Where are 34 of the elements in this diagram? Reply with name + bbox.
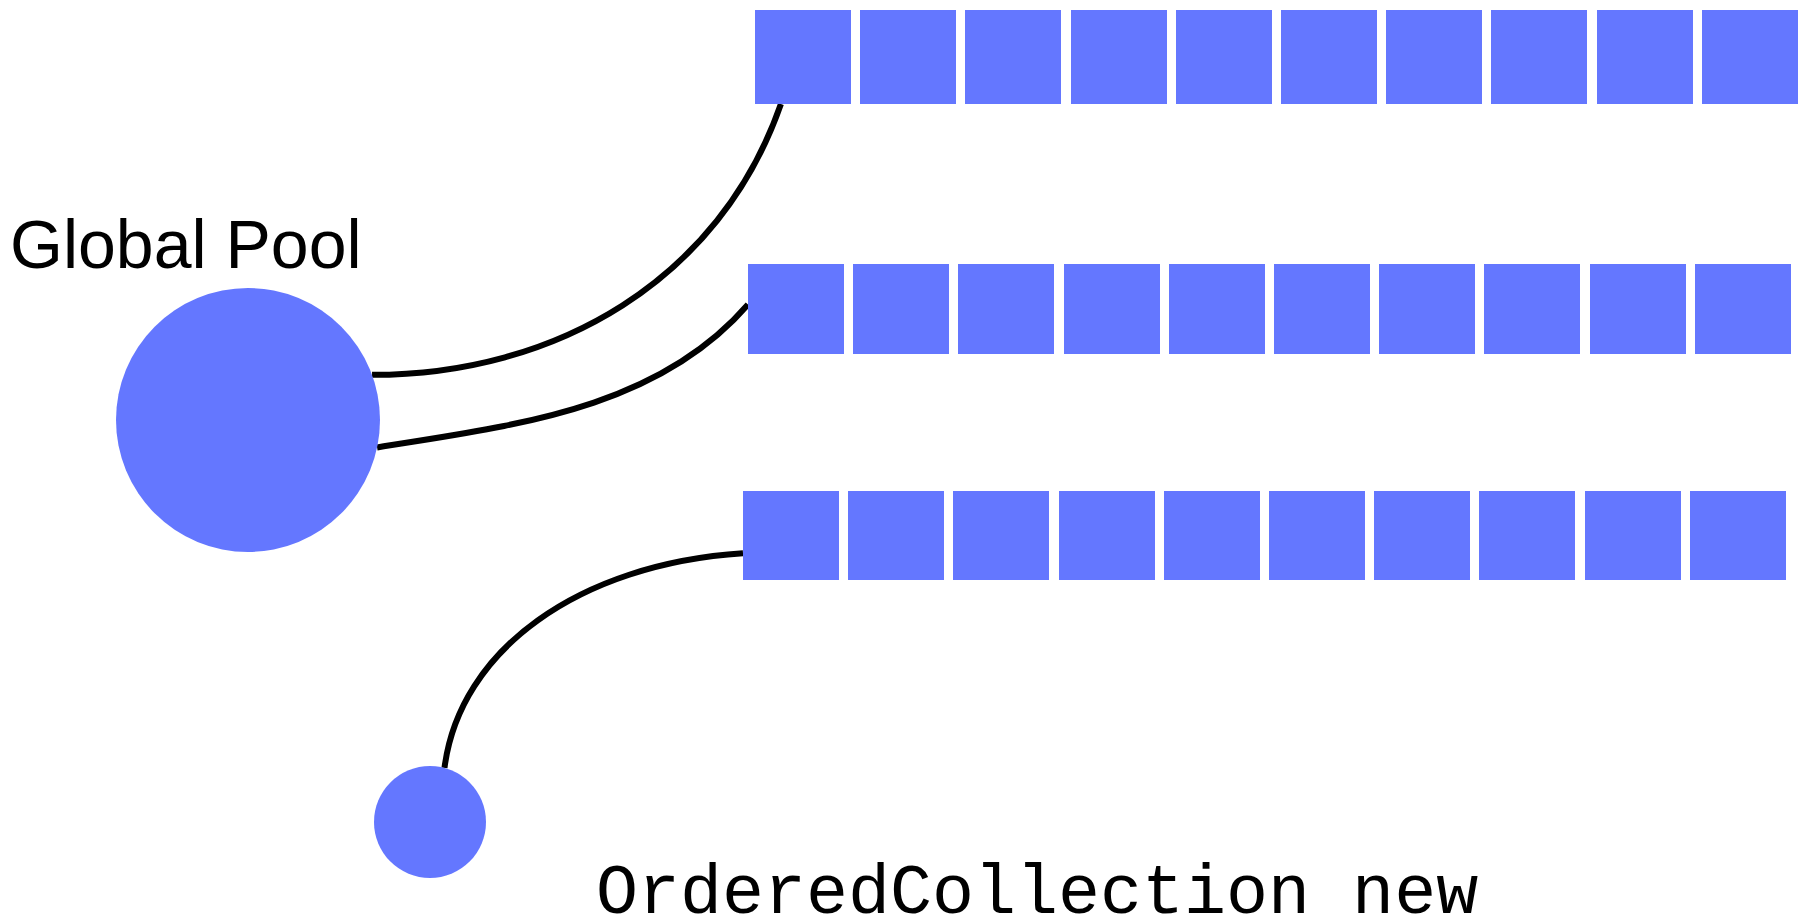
slot-square	[748, 264, 844, 354]
slot-square	[1281, 10, 1377, 104]
connector-line	[371, 102, 784, 378]
slot-square	[860, 10, 956, 104]
slot-square	[1702, 10, 1798, 104]
slot-square	[1590, 264, 1686, 354]
slot-square	[1585, 491, 1681, 580]
slot-square	[1690, 491, 1786, 580]
slot-square	[1164, 491, 1260, 580]
slot-square	[1176, 10, 1272, 104]
slot-square	[965, 10, 1061, 104]
slot-square	[1695, 264, 1791, 354]
slot-square	[1374, 491, 1470, 580]
slot-square	[1169, 264, 1265, 354]
slot-square	[1479, 491, 1575, 580]
slot-square	[1274, 264, 1370, 354]
slot-square	[1059, 491, 1155, 580]
slot-square	[853, 264, 949, 354]
slot-square	[1064, 264, 1160, 354]
code-label: OrderedCollection new	[596, 860, 1479, 921]
slot-square	[1597, 10, 1693, 104]
slot-square	[1491, 10, 1587, 104]
slot-square	[958, 264, 1054, 354]
slot-square	[755, 10, 851, 104]
slot-square	[1484, 264, 1580, 354]
connector-line	[441, 550, 744, 769]
node-heading: Global Pool	[10, 210, 362, 278]
slot-square	[1379, 264, 1475, 354]
slot-square	[1071, 10, 1167, 104]
slot-square	[953, 491, 1049, 580]
slot-square	[1269, 491, 1365, 580]
slot-square	[743, 491, 839, 580]
slot-square	[1386, 10, 1482, 104]
slot-square	[848, 491, 944, 580]
